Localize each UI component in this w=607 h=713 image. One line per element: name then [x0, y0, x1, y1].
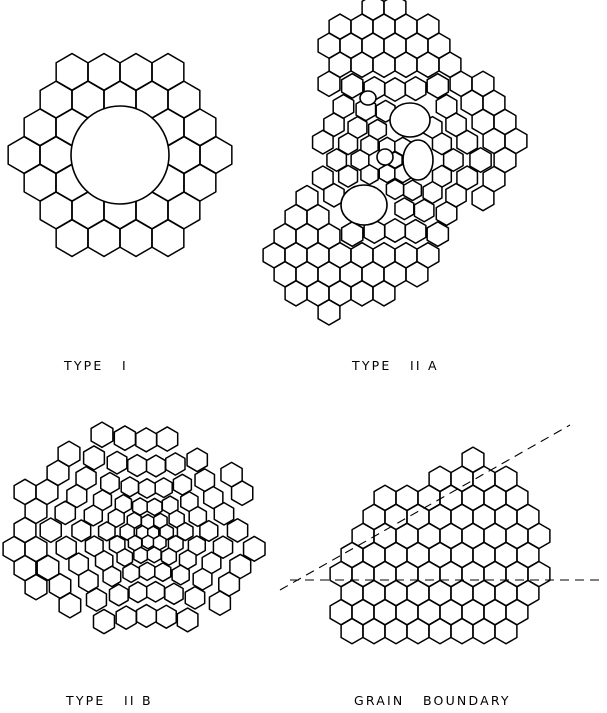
hexagon-cell	[107, 451, 127, 474]
hexagon-cell	[373, 52, 395, 77]
hexagon-cell	[341, 619, 363, 644]
hexagon-cell	[86, 588, 106, 611]
hexagon-cell	[451, 619, 473, 644]
hexagon-cell	[351, 52, 373, 77]
hexagon-cell	[200, 521, 218, 542]
hexagon-cell	[285, 281, 307, 306]
void	[390, 103, 430, 137]
hexagon-cell	[227, 519, 247, 542]
hexagon-cell	[495, 619, 517, 644]
hexagon-cell	[123, 564, 139, 583]
hexagon-cell	[121, 477, 138, 497]
hexagon-cell	[128, 455, 147, 477]
hexagon-cell	[59, 593, 81, 618]
hexagon-cell	[166, 453, 185, 475]
hexagon-cell	[313, 130, 334, 154]
hexagon-cell	[139, 562, 155, 580]
hexagon-cell	[342, 222, 363, 247]
hexagon-cell	[209, 591, 230, 615]
hexagon-cell	[147, 455, 166, 477]
hexagon-cell	[232, 481, 253, 505]
hexagon-cell	[155, 478, 172, 498]
hexagon-cell	[429, 619, 451, 644]
void	[403, 140, 433, 180]
hexagon-cell	[385, 78, 405, 101]
hexagon-cell	[147, 547, 161, 563]
void	[377, 149, 393, 165]
hexagon-cell	[407, 619, 429, 644]
grain-boundary-lattice-panel	[280, 425, 605, 644]
hexagon-cell	[339, 165, 358, 187]
hexagon-cell	[25, 575, 47, 600]
hexagon-cell	[147, 582, 165, 602]
hexagon-cell	[457, 130, 478, 154]
type-2b-lattice-panel	[3, 422, 265, 634]
hexagon-cell	[72, 520, 91, 542]
hexagon-cell	[351, 281, 373, 306]
hexagon-cell	[395, 52, 417, 77]
hexagon-cell	[134, 547, 148, 563]
hexagon-cell	[116, 606, 136, 629]
hexagon-cell	[318, 71, 340, 96]
hexagon-cell	[405, 77, 426, 101]
hexagon-cell	[361, 165, 378, 185]
hexagon-cell	[373, 281, 395, 306]
type-2a-lattice-panel	[263, 0, 527, 325]
hexagon-cell	[363, 619, 385, 644]
hexagon-cell	[395, 198, 414, 220]
void	[71, 106, 169, 204]
hexagon-cell	[91, 422, 113, 447]
void	[341, 185, 387, 225]
hexagon-cell	[142, 535, 154, 549]
hexagon-cell	[472, 186, 494, 211]
hexagon-cell	[109, 584, 128, 606]
hexagon-cell	[177, 608, 198, 632]
hexagon-cell	[385, 219, 405, 242]
hexagon-cell	[385, 619, 407, 644]
hexagon-cell	[427, 222, 448, 247]
type-2a-label: TYPE II A	[352, 358, 439, 373]
hexagon-cell	[55, 501, 75, 524]
hexagon-cell	[473, 619, 495, 644]
hexagon-cell	[157, 427, 178, 451]
hexagon-cell	[93, 609, 114, 633]
type-1-lattice-panel	[8, 54, 232, 257]
void	[360, 91, 376, 105]
hexagon-cell	[185, 587, 204, 609]
type-1-label: TYPE I	[64, 358, 128, 373]
hexagon-cell	[139, 479, 156, 498]
hexagon-cell	[417, 52, 439, 77]
hexagon-cell	[137, 605, 157, 628]
hexagon-cell	[436, 202, 457, 226]
grain-boundary-label: GRAIN BOUNDARY	[354, 693, 511, 708]
hexagon-cell	[155, 563, 171, 581]
hexagon-cell	[414, 199, 433, 221]
hexagon-cell	[114, 426, 135, 450]
hexagon-cell	[318, 300, 340, 325]
hexagon-cell	[136, 428, 157, 452]
hexagon-cell	[386, 179, 403, 199]
hexagon-cell	[214, 503, 233, 525]
hexagon-cell	[129, 582, 147, 603]
hexagon-cell	[156, 605, 176, 628]
hexagon-cell	[165, 583, 183, 604]
hexagon-cell	[187, 448, 207, 471]
hexagon-cell	[406, 262, 428, 287]
hexagon-cell	[40, 518, 61, 542]
hexagon-cell	[404, 180, 422, 200]
hexagon-cell	[172, 565, 189, 585]
type-2b-label: TYPE II B	[66, 693, 153, 708]
hexagon-cell	[405, 220, 426, 244]
hexagon-cell	[103, 566, 121, 586]
